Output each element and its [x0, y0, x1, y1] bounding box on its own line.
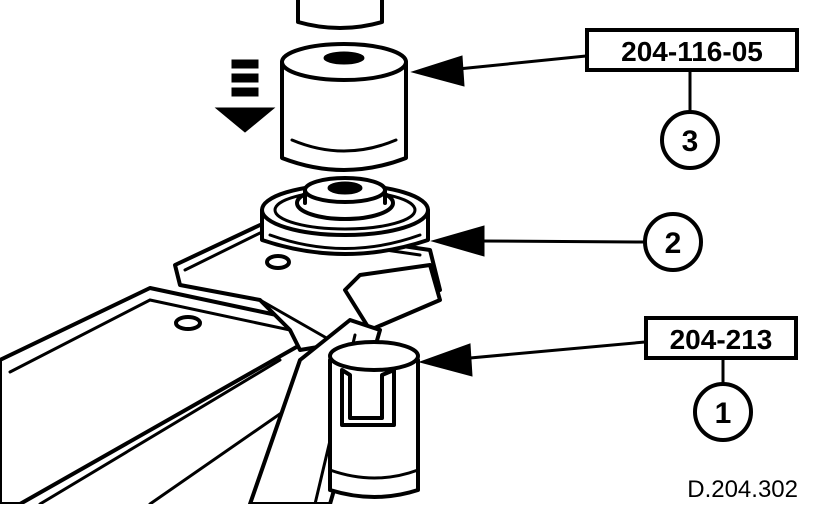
bushing — [260, 176, 430, 256]
leader-arrow-bottom — [418, 340, 647, 377]
svg-text:1: 1 — [715, 397, 732, 430]
part-number-box-top: 204-116-05 — [585, 28, 799, 72]
beam-hole — [174, 315, 202, 331]
arrow-down-icon — [214, 59, 276, 133]
part-number-top: 204-116-05 — [621, 36, 763, 67]
bracket-hole — [265, 254, 291, 270]
callout-2: 2 — [643, 212, 703, 272]
svg-text:3: 3 — [682, 125, 699, 158]
leader-arrow-middle — [430, 225, 647, 257]
svg-text:2: 2 — [665, 227, 682, 260]
figure-reference: D.204.302 — [687, 476, 798, 503]
leader-arrow-top — [410, 54, 588, 87]
part-number-box-bottom: 204-213 — [644, 316, 798, 360]
support-cup-tool — [328, 340, 420, 499]
callout-1: 1 — [693, 382, 753, 442]
callout-3: 3 — [660, 110, 720, 170]
press-tool — [280, 0, 408, 172]
part-number-bottom: 204-213 — [670, 324, 773, 355]
